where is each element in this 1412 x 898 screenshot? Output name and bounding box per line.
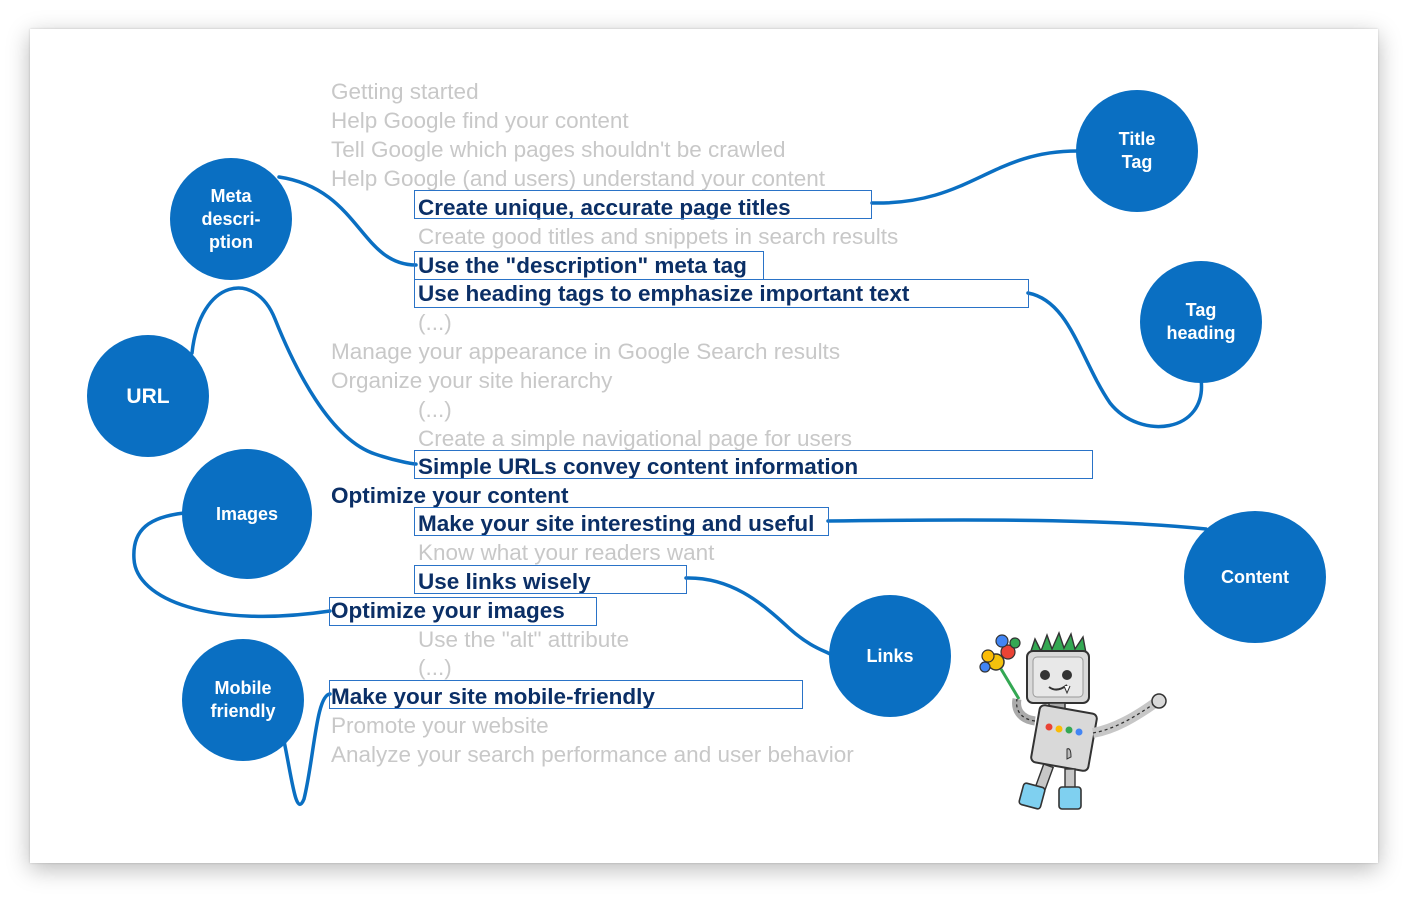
highlight-box-meta-description — [414, 251, 764, 280]
outline-item-highlighted: Use links wisely — [418, 569, 591, 594]
flower-bouquet — [979, 634, 1021, 700]
outline-item: Help Google find your content — [331, 108, 629, 133]
outline-item: Tell Google which pages shouldn't be cra… — [331, 137, 786, 162]
bubble-title-tag: Title Tag — [1076, 90, 1198, 212]
connector-lines — [132, 149, 1208, 810]
bubble-mobile-friendly: Mobile friendly — [182, 639, 304, 761]
outline-item-highlighted: Simple URLs convey content information — [418, 454, 859, 479]
highlight-box-simple-urls — [414, 450, 1093, 479]
highlight-box-images — [329, 597, 597, 626]
outline-item: Create good titles and snippets in searc… — [418, 224, 899, 249]
outline-item-highlighted: Optimize your images — [331, 598, 565, 623]
highlight-box-mobile — [329, 680, 803, 709]
outline-item-highlighted: Create unique, accurate page titles — [418, 195, 791, 220]
outline-item-highlighted: Make your site interesting and useful — [418, 511, 815, 536]
highlight-box-links — [414, 565, 687, 594]
outline-item-highlighted: Use the "description" meta tag — [418, 253, 747, 278]
outline-item: Analyze your search performance and user… — [331, 742, 854, 767]
connector-images — [132, 511, 332, 619]
bubble-links: Links — [829, 595, 951, 717]
outline-item: Organize your site hierarchy — [331, 368, 613, 393]
connector-tag-heading — [1026, 291, 1204, 429]
bubble-url: URL — [87, 335, 209, 457]
outline-item: Use the "alt" attribute — [418, 627, 630, 652]
outline-item-highlighted: Make your site mobile-friendly — [331, 684, 655, 709]
highlight-box-heading-tags — [414, 279, 1029, 308]
connector-url — [190, 286, 418, 466]
highlight-box-page-titles — [414, 190, 872, 219]
slide: Getting started Help Google find your co… — [30, 29, 1378, 863]
googlebot-mascot — [979, 631, 1167, 810]
outline-item: Getting started — [331, 79, 479, 104]
outline-item: Know what your readers want — [418, 540, 715, 565]
connector-meta-description — [277, 175, 418, 267]
connector-links — [684, 576, 832, 656]
bubble-images: Images — [182, 449, 312, 579]
connector-mobile — [282, 692, 332, 807]
highlight-box-interesting-useful — [414, 507, 829, 536]
outline-item: (...) — [418, 655, 452, 680]
bubble-tag-heading: Tag heading — [1140, 261, 1262, 383]
outline-item: Help Google (and users) understand your … — [331, 166, 826, 191]
outline-item: Manage your appearance in Google Search … — [331, 339, 841, 364]
connector-content — [826, 518, 1208, 531]
outline-item: Create a simple navigational page for us… — [418, 426, 852, 451]
outline-item-highlighted: Optimize your content — [331, 483, 569, 508]
bubble-meta-description: Meta descri- ption — [170, 158, 292, 280]
outline-item: Promote your website — [331, 713, 549, 738]
outline-item: (...) — [418, 310, 452, 335]
bubble-content: Content — [1184, 511, 1326, 643]
outline-item: (...) — [418, 397, 452, 422]
connector-title-tag — [870, 149, 1079, 205]
outline-item-highlighted: Use heading tags to emphasize important … — [418, 281, 910, 306]
